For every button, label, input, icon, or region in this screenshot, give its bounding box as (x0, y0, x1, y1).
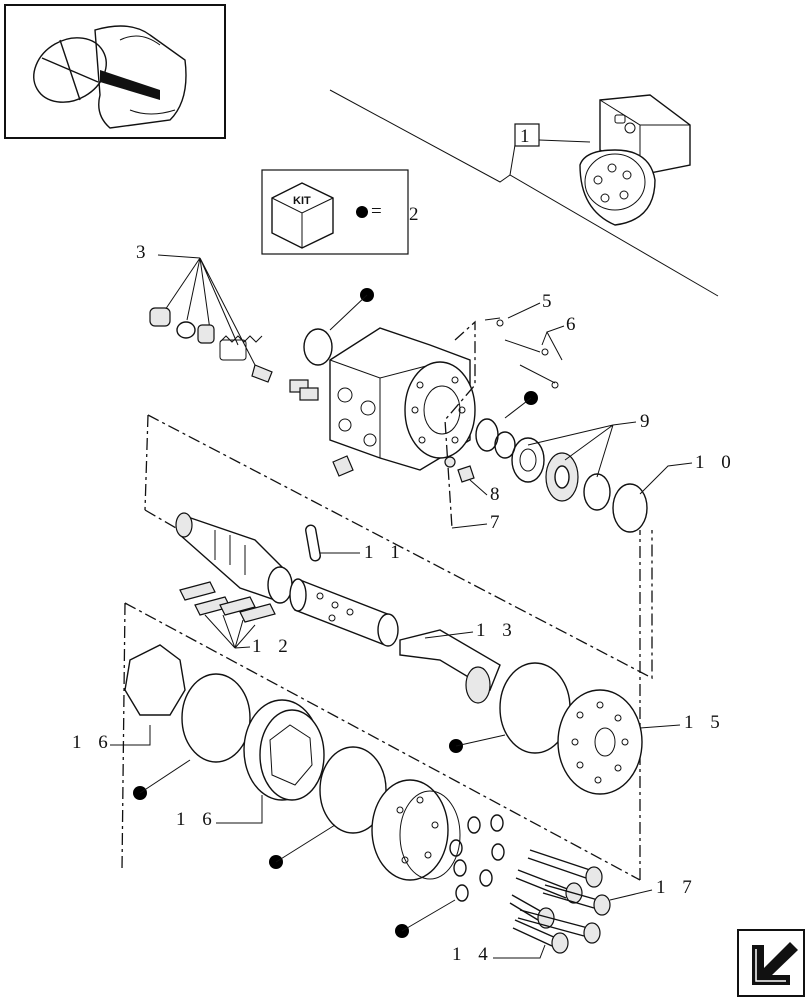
kit-box-icon (271, 182, 334, 249)
kit-equals: = (371, 201, 388, 222)
callout-9: 9 (640, 411, 656, 432)
callout-7: 7 (490, 512, 506, 533)
callout-16a: 1 6 (72, 732, 114, 753)
callout-14: 1 4 (452, 944, 494, 965)
end-cover (371, 779, 461, 881)
callout-17: 1 7 (656, 877, 698, 898)
sleeve (289, 578, 399, 647)
callout-11: 1 1 (364, 542, 406, 563)
relief-valve-parts (149, 307, 319, 401)
spool-shaft (175, 512, 293, 604)
callout-3: 3 (136, 242, 152, 263)
callout-16b: 1 6 (176, 809, 218, 830)
gerotor-star (124, 644, 186, 716)
steering-wheel-thumbnail-icon[interactable] (4, 4, 226, 139)
kit-ref-number: 2 (409, 204, 425, 225)
nav-arrow-icon[interactable] (737, 929, 805, 997)
kit-label: KIT (293, 195, 311, 207)
callout-15: 1 5 (684, 712, 726, 733)
callout-1: 1 (520, 126, 536, 147)
callout-13: 1 3 (476, 620, 518, 641)
gerotor-ring (243, 699, 325, 801)
callout-5: 5 (542, 291, 558, 312)
steering-valve-housing (329, 327, 476, 477)
callout-12: 1 2 (252, 636, 294, 657)
cardan-shaft (399, 629, 501, 704)
centering-springs (179, 581, 276, 623)
washers (449, 814, 505, 902)
callout-6: 6 (566, 314, 582, 335)
kit-legend-box: KIT = 2 (261, 169, 425, 255)
bolts (509, 849, 611, 954)
callout-10: 1 0 (695, 452, 737, 473)
end-plate (557, 689, 643, 795)
callout-8: 8 (490, 484, 506, 505)
kit-dot-icon (356, 206, 368, 218)
assembled-steering-unit (579, 94, 691, 226)
